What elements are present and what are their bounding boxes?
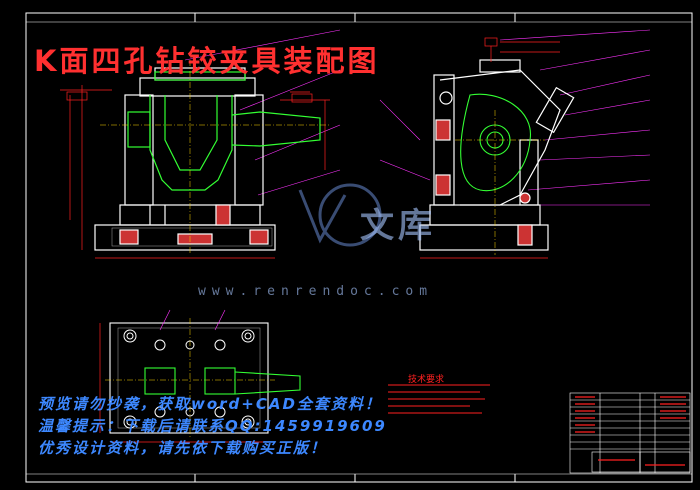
top-view-holes (123, 329, 255, 429)
top-view-leader-lines (159, 309, 226, 331)
front-view-body (94, 67, 276, 251)
front-view-dimensions (60, 85, 330, 259)
drawing-title: K面四孔钻铰夹具装配图 (34, 44, 380, 78)
side-view-body (419, 59, 575, 251)
watermark-logo-text: 文库 (360, 206, 436, 246)
top-view-body (105, 318, 275, 438)
top-view (99, 309, 301, 443)
side-view-centerlines (455, 110, 545, 255)
title-block (569, 392, 691, 474)
side-view-leader-lines (379, 29, 651, 206)
watermark-url: www.renrendoc.com (198, 284, 434, 299)
technical-notes-block (388, 384, 490, 414)
promo-line-2: 温馨提示：下载后请联系QQ:1459919609 (38, 417, 387, 435)
promo-line-1: 预览请勿抄袭，获取word+CAD全套资料！ (38, 395, 382, 413)
front-view-centerlines (100, 60, 330, 255)
watermark-logo (298, 183, 382, 247)
front-view (60, 29, 341, 259)
top-view-dimensions (99, 323, 268, 443)
technical-notes-heading: 技术要求 (408, 375, 445, 385)
side-view (379, 29, 651, 259)
side-view-dimensions (420, 37, 560, 259)
top-view-workpiece (144, 367, 301, 395)
promo-line-3: 优秀设计资料，请先依下载购买正版！ (38, 439, 328, 457)
drawing-frame (25, 12, 693, 483)
